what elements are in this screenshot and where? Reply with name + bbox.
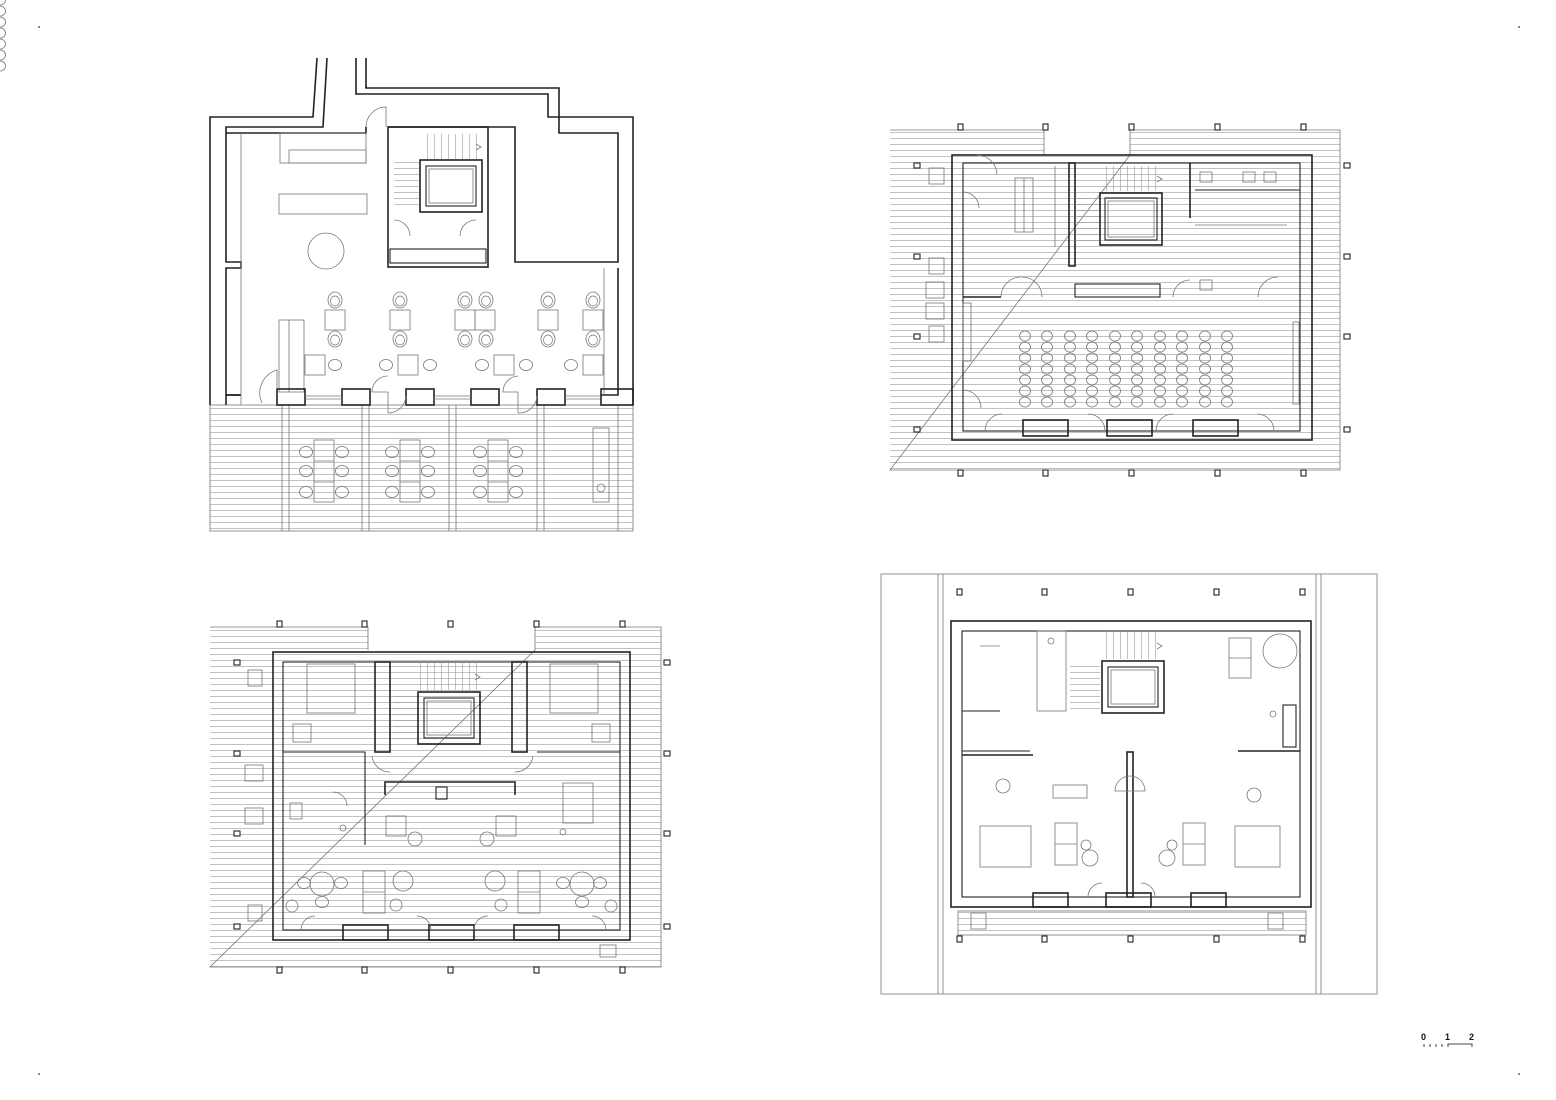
cafe-tables	[304, 291, 604, 376]
deck-columns	[233, 620, 671, 974]
crop-mark	[38, 1073, 40, 1075]
crop-mark	[1518, 1073, 1520, 1075]
stair-direction-arrow	[475, 143, 482, 151]
lift-shaft	[419, 159, 483, 213]
scale-bar	[1423, 1043, 1473, 1047]
deck-columns	[913, 123, 1351, 477]
scale-label-0: 0	[1421, 1032, 1427, 1042]
terrace-deck	[210, 405, 633, 531]
plan-first-floor	[0, 0, 1351, 477]
plan-third-floor	[880, 573, 1378, 995]
round-table	[307, 232, 345, 270]
crop-mark	[1518, 26, 1520, 28]
plan-second-floor	[209, 620, 671, 974]
counter	[279, 132, 367, 164]
crop-mark	[38, 26, 40, 28]
scale-label-1: 1	[1445, 1032, 1451, 1042]
plan-ground-floor	[209, 57, 634, 532]
scale-label-2: 2	[1469, 1032, 1475, 1042]
bench	[278, 193, 368, 215]
columns	[956, 588, 1306, 943]
stair-core	[387, 126, 489, 268]
terrace-tables	[299, 427, 610, 503]
